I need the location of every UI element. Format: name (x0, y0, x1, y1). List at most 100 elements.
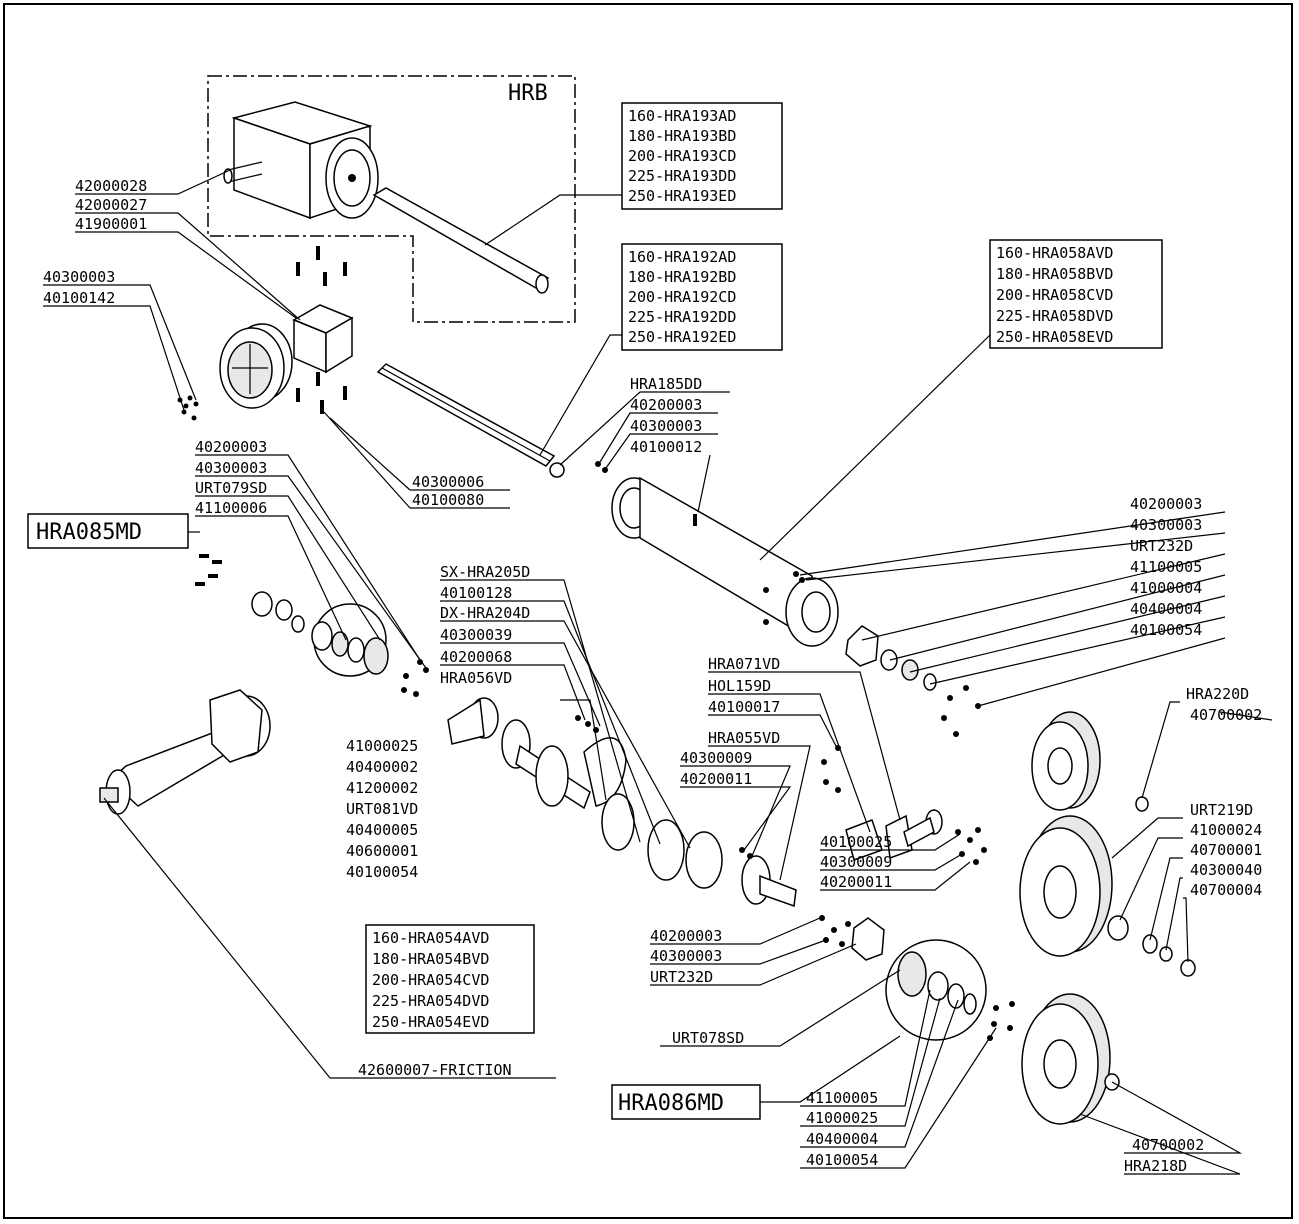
part-label: 40200003 (1130, 495, 1202, 513)
hrb-label: HRB (508, 81, 548, 106)
part-label: 41000025 (806, 1109, 878, 1127)
box-hra192: 160-HRA192AD 180-HRA192BD 200-HRA192CD 2… (621, 243, 783, 351)
part-label: 40100017 (708, 698, 780, 716)
box-hra193-item: 160-HRA193AD (628, 107, 736, 125)
part-label: 40300009 (680, 749, 752, 767)
part-label: URT081VD (346, 800, 418, 818)
box-hra193: 160-HRA193AD 180-HRA193BD 200-HRA193CD 2… (621, 102, 783, 210)
part-label: 40300040 (1190, 861, 1262, 879)
box-hra058: 160-HRA058AVD 180-HRA058BVD 200-HRA058CV… (989, 239, 1163, 349)
part-label: 40200003 (630, 396, 702, 414)
part-label: 40100128 (440, 584, 512, 602)
main-tube-hra058 (611, 476, 839, 647)
box-hra054: 160-HRA054AVD 180-HRA054BVD 200-HRA054CV… (365, 924, 535, 1034)
part-label: 40100054 (1130, 621, 1202, 639)
part-label: 40300003 (650, 947, 722, 965)
part-label: 42000027 (75, 196, 147, 214)
part-label: 40700002 (1190, 706, 1262, 724)
box-hra192-item: 200-HRA192CD (628, 288, 736, 306)
part-label: 40700002 (1132, 1136, 1204, 1154)
box-hra193-item: 200-HRA193CD (628, 147, 736, 165)
box-hra192-item: 160-HRA192AD (628, 248, 736, 266)
drawing-frame (3, 3, 1293, 1219)
part-label: 41200002 (346, 779, 418, 797)
box-hra054-item: 225-HRA054DVD (372, 992, 489, 1010)
part-label: 40200011 (820, 873, 892, 891)
box-hra058-item: 180-HRA058BVD (996, 265, 1113, 283)
part-label: 40100054 (346, 863, 418, 881)
part-label: HRA056VD (440, 669, 512, 687)
hrb-gearbox (223, 101, 379, 220)
right-bearing-set (845, 625, 981, 737)
box-hra192-item: 250-HRA192ED (628, 328, 736, 346)
part-label: 40300039 (440, 626, 512, 644)
part-label: 40300003 (43, 268, 115, 286)
angle-gearbox (219, 304, 354, 409)
box-hra058-item: 160-HRA058AVD (996, 244, 1113, 262)
part-label: 42000028 (75, 177, 147, 195)
part-label: URT079SD (195, 479, 267, 497)
part-label: 40400002 (346, 758, 418, 776)
part-label: 40200068 (440, 648, 512, 666)
box-hra054-item: 250-HRA054EVD (372, 1013, 489, 1031)
bearing-group-hra086md (819, 915, 1015, 1041)
part-label: 40100025 (820, 833, 892, 851)
box-hra058-item: 200-HRA058CVD (996, 286, 1113, 304)
box-hra193-item: 225-HRA193DD (628, 167, 736, 185)
part-label: 40200011 (680, 770, 752, 788)
pto-driveshaft (99, 689, 271, 815)
washer-cluster (955, 827, 987, 865)
hrb-output-shaft (372, 187, 550, 294)
part-label: 40700001 (1190, 841, 1262, 859)
bolt-set-upper (296, 246, 347, 286)
group-box-hra085md: HRA085MD (27, 513, 189, 549)
part-label: 41900001 (75, 215, 147, 233)
hrb-assembly-boundary (207, 75, 576, 323)
part-label: 40100080 (412, 491, 484, 509)
part-label: 40100012 (630, 438, 702, 456)
pulley-hra220d (1031, 711, 1149, 812)
part-label: 41100005 (806, 1089, 878, 1107)
part-label: 41100005 (1130, 558, 1202, 576)
group-box-hra086md: HRA086MD (611, 1084, 761, 1120)
pulley-large (1019, 815, 1196, 977)
box-hra054-item: 200-HRA054CVD (372, 971, 489, 989)
part-label: HRA220D (1186, 685, 1249, 703)
part-label: HRA185DD (630, 375, 702, 393)
part-label: 42600007-FRICTION (358, 1061, 512, 1079)
box-hra054-item: 180-HRA054BVD (372, 950, 489, 968)
part-label: 40200003 (195, 438, 267, 456)
box-hra058-item: 250-HRA058EVD (996, 328, 1113, 346)
stub-shaft-hra055vd (739, 847, 797, 908)
part-label: 40200003 (650, 927, 722, 945)
part-label: URT232D (650, 968, 713, 986)
part-label: URT219D (1190, 801, 1253, 819)
part-label: SX-HRA205D (440, 563, 530, 581)
bearing-group-hra085md (195, 554, 429, 697)
leader-lines (43, 169, 1273, 1175)
box-hra193-item: 180-HRA193BD (628, 127, 736, 145)
part-label: 40100054 (806, 1151, 878, 1169)
part-label: HOL159D (708, 677, 771, 695)
part-label: 40300006 (412, 473, 484, 491)
box-hra192-item: 225-HRA192DD (628, 308, 736, 326)
part-label: HRA218D (1124, 1157, 1187, 1175)
box-hra193-item: 250-HRA193ED (628, 187, 736, 205)
part-label: 40600001 (346, 842, 418, 860)
part-label: 41000004 (1130, 579, 1202, 597)
part-label: URT232D (1130, 537, 1193, 555)
box-hra058-item: 225-HRA058DVD (996, 307, 1113, 325)
box-hra192-item: 180-HRA192BD (628, 268, 736, 286)
part-label: 40400004 (806, 1130, 878, 1148)
part-label: 40100142 (43, 289, 115, 307)
central-drive-flanges (447, 697, 723, 889)
group-label-hra085md: HRA085MD (36, 520, 142, 545)
part-label: 40300003 (630, 417, 702, 435)
part-label: URT078SD (672, 1029, 744, 1047)
part-label: 40300009 (820, 853, 892, 871)
part-label: 40400004 (1130, 600, 1202, 618)
part-label: 41000025 (346, 737, 418, 755)
box-hra054-item: 160-HRA054AVD (372, 929, 489, 947)
part-label: 41100006 (195, 499, 267, 517)
